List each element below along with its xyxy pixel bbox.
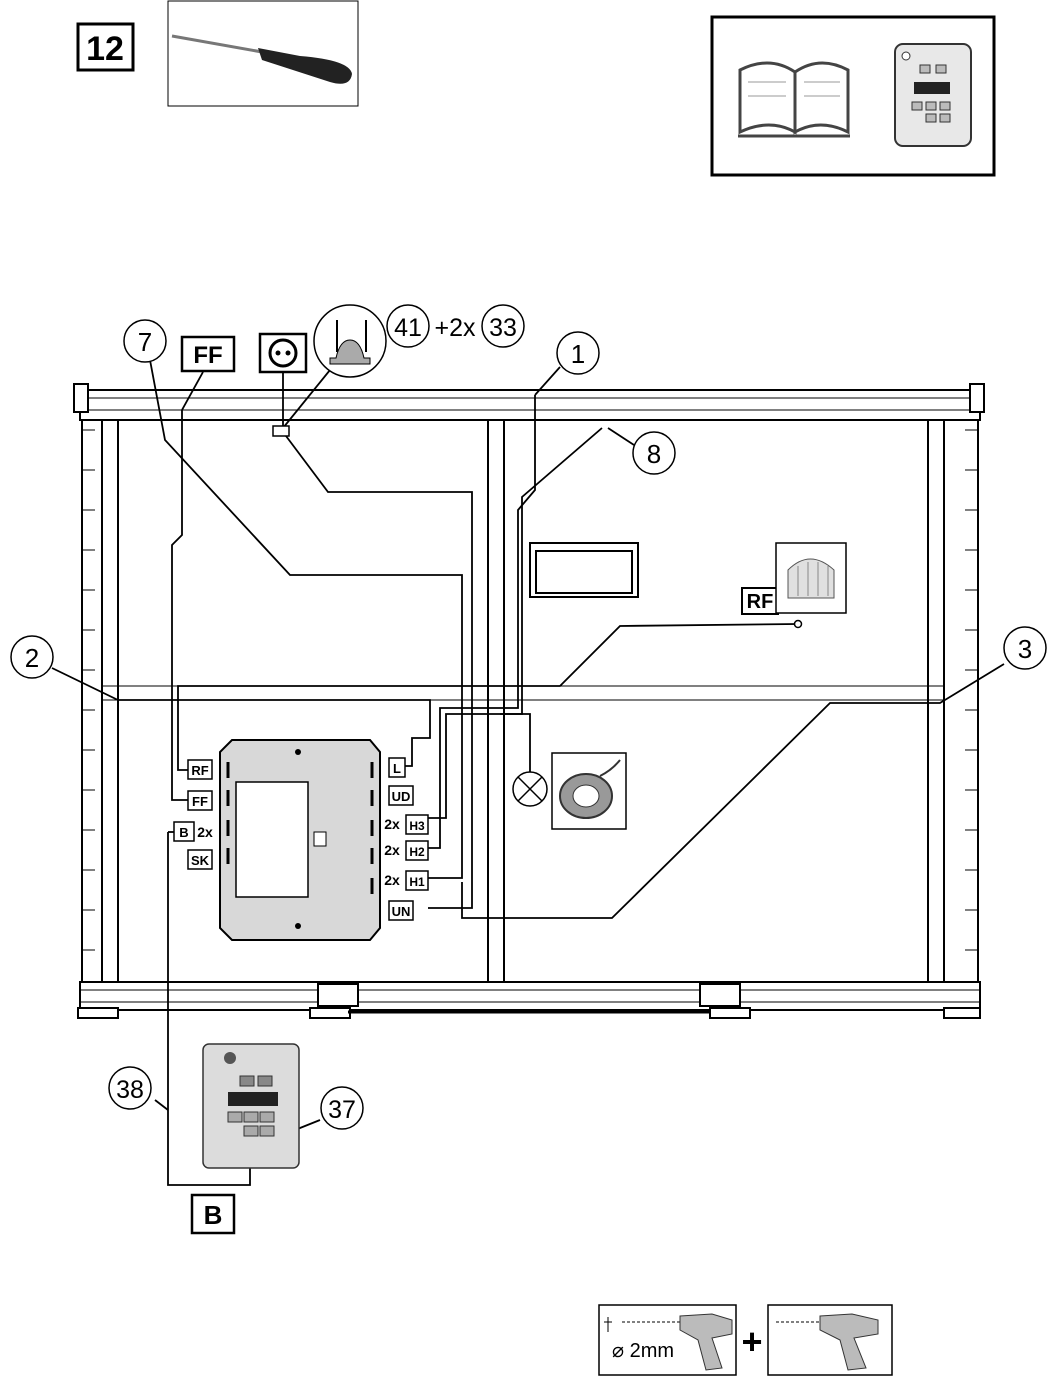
temperature-sensor-icon — [775, 542, 847, 614]
callout-3: 3 — [1003, 626, 1047, 670]
spotlight-icon — [551, 752, 627, 830]
svg-text:38: 38 — [116, 1076, 144, 1104]
svg-text:2x: 2x — [384, 842, 400, 858]
sauna-wall-frame — [73, 383, 985, 1019]
callout-8: 8 — [632, 431, 676, 475]
cable-clamp-icon — [313, 304, 387, 378]
sensor-point — [793, 619, 803, 629]
svg-text:2x: 2x — [384, 872, 400, 888]
svg-text:RF: RF — [191, 763, 208, 778]
drill-icon: ⌀ 2mm — [598, 1304, 737, 1376]
svg-text:B: B — [204, 1200, 223, 1230]
terminal-h1: 2x H1 — [384, 870, 429, 891]
svg-text:UN: UN — [392, 904, 411, 919]
terminal-rf: RF — [187, 759, 213, 780]
svg-text:UD: UD — [392, 789, 411, 804]
terminal-h3: 2x H3 — [384, 814, 429, 835]
callout-1: 1 — [556, 331, 600, 375]
screwdriver-icon — [167, 0, 359, 107]
svg-text:L: L — [393, 761, 401, 776]
svg-text:1: 1 — [571, 339, 585, 369]
svg-text:37: 37 — [328, 1096, 356, 1124]
controller-panel-icon — [894, 43, 972, 147]
svg-text:3: 3 — [1018, 634, 1032, 664]
b-label-bottom: B — [190, 1193, 236, 1235]
svg-text:H3: H3 — [409, 819, 425, 833]
callout-41: 41 — [386, 304, 430, 348]
terminal-l: L — [388, 757, 406, 778]
junction-box — [272, 425, 290, 437]
power-socket-icon — [258, 332, 308, 374]
svg-text:2x: 2x — [197, 824, 213, 840]
terminal-ff: FF — [187, 790, 213, 811]
drill-diameter: ⌀ 2mm — [612, 1340, 674, 1362]
step-number-box: 12 — [76, 22, 135, 72]
callout-7: 7 — [123, 319, 167, 363]
ff-label-top: FF — [180, 335, 236, 373]
svg-text:41: 41 — [394, 314, 422, 342]
step-number: 12 — [86, 30, 124, 68]
svg-text:H2: H2 — [409, 845, 425, 859]
plus-sign: + — [741, 1321, 762, 1362]
callout-2: 2 — [10, 635, 54, 679]
callout-33: 33 — [481, 304, 525, 348]
screw-drill-icon — [767, 1304, 893, 1376]
control-unit — [219, 739, 381, 941]
lamp-symbol-icon — [512, 771, 548, 807]
wiring — [51, 359, 1005, 1186]
callout-37: 37 — [320, 1086, 364, 1130]
terminal-sk: SK — [187, 849, 213, 870]
rf-sensor-label: RF — [741, 587, 779, 615]
terminal-un: UN — [388, 900, 414, 921]
svg-text:RF: RF — [747, 591, 774, 613]
callout-38: 38 — [108, 1066, 152, 1110]
svg-text:SK: SK — [191, 853, 210, 868]
side-slats — [82, 429, 978, 951]
controller-panel-37 — [202, 1043, 300, 1169]
manual-and-controller-box — [710, 15, 996, 177]
svg-text:2: 2 — [25, 643, 39, 673]
svg-text:33: 33 — [489, 314, 517, 342]
terminal-b: B 2x — [173, 821, 213, 842]
svg-text:7: 7 — [138, 327, 152, 357]
svg-text:2x: 2x — [384, 816, 400, 832]
svg-text:B: B — [179, 825, 188, 840]
svg-text:8: 8 — [647, 439, 661, 469]
svg-text:FF: FF — [192, 794, 208, 809]
callout-multiplier: +2x — [434, 314, 476, 342]
svg-text:FF: FF — [193, 342, 222, 369]
open-book-icon — [738, 61, 850, 138]
terminal-ud: UD — [388, 785, 414, 806]
svg-text:H1: H1 — [409, 875, 425, 889]
terminal-h2: 2x H2 — [384, 840, 429, 861]
